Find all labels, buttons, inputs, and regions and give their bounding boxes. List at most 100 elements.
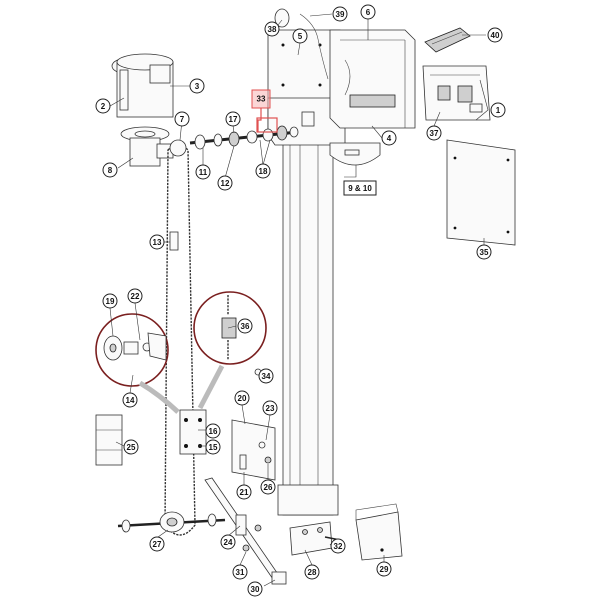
callout-16[interactable]: 16 [205, 423, 221, 439]
detail-arrow-right [197, 364, 225, 410]
callout-label: 7 [180, 115, 185, 124]
callout-21[interactable]: 21 [236, 484, 252, 500]
callout-label: 29 [380, 565, 389, 574]
callout-34[interactable]: 34 [258, 368, 274, 384]
callout-label: 21 [240, 488, 249, 497]
callout-label: 3 [195, 82, 200, 91]
callout-39[interactable]: 39 [332, 6, 348, 22]
callout-38[interactable]: 38 [264, 21, 280, 37]
control-plate [231, 419, 276, 481]
circuit-board [422, 65, 491, 121]
detail-arrow-left [138, 380, 180, 414]
callout-label: 34 [262, 372, 271, 381]
callout-label: 38 [268, 25, 277, 34]
detail-roller [95, 313, 169, 387]
callout-label: 13 [153, 238, 162, 247]
highlight-33[interactable]: 33 [251, 89, 278, 133]
callout-25[interactable]: 25 [123, 439, 139, 455]
callout-30[interactable]: 30 [247, 581, 263, 597]
chain-connector [179, 409, 207, 455]
callout-label: 8 [108, 166, 113, 175]
callout-24[interactable]: 24 [220, 534, 236, 550]
callout-31[interactable]: 31 [232, 564, 248, 580]
callout-28[interactable]: 28 [304, 564, 320, 580]
callout-label: 19 [106, 297, 115, 306]
callout-23[interactable]: 23 [262, 400, 278, 416]
callout-label: 35 [480, 248, 489, 257]
callout-1[interactable]: 1 [490, 102, 506, 118]
cap-part [274, 8, 290, 28]
callout-19[interactable]: 19 [102, 293, 118, 309]
callout-label: 4 [387, 134, 392, 143]
callout-label: 23 [266, 404, 275, 413]
diagonal-strut [204, 477, 287, 585]
detail-chain-link [193, 291, 267, 365]
callout-label: 5 [298, 32, 303, 41]
callout-8[interactable]: 8 [102, 162, 118, 178]
callout-11[interactable]: 11 [195, 164, 211, 180]
callout-label: 15 [209, 443, 218, 452]
callout-40[interactable]: 40 [487, 27, 503, 43]
bracket-9-10 [329, 142, 381, 166]
callout-label: 28 [308, 568, 317, 577]
cable [299, 13, 329, 80]
callout-36[interactable]: 36 [237, 318, 253, 334]
callout-3[interactable]: 3 [189, 78, 205, 94]
callout-label: 6 [366, 8, 371, 17]
callout-label: 20 [238, 394, 247, 403]
callout-label: 11 [199, 168, 208, 177]
drive-shaft [189, 125, 299, 150]
connector-part [424, 27, 471, 53]
bottom-sprocket [117, 511, 226, 533]
callout-18[interactable]: 18 [255, 163, 271, 179]
callout-label: 32 [334, 542, 343, 551]
label-box-9-10 [343, 180, 377, 196]
callout-label: 25 [127, 443, 136, 452]
callout-label: 2 [101, 102, 106, 111]
callout-20[interactable]: 20 [234, 390, 250, 406]
callout-label: 37 [430, 129, 439, 138]
callout-label: 22 [131, 292, 140, 301]
callout-22[interactable]: 22 [127, 288, 143, 304]
callout-label: 40 [491, 31, 500, 40]
callout-7[interactable]: 7 [174, 111, 190, 127]
callout-label: 1 [496, 106, 501, 115]
motor [111, 53, 174, 118]
callout-label: 27 [153, 540, 162, 549]
control-box [329, 29, 416, 129]
callout-29[interactable]: 29 [376, 561, 392, 577]
callout-32[interactable]: 32 [330, 538, 346, 554]
callout-4[interactable]: 4 [381, 130, 397, 146]
callout-12[interactable]: 12 [217, 175, 233, 191]
callout-5[interactable]: 5 [292, 28, 308, 44]
callout-35[interactable]: 35 [476, 244, 492, 260]
gearbox [120, 126, 174, 167]
cover-plate [446, 139, 516, 246]
callout-14[interactable]: 14 [122, 392, 138, 408]
callout-label: 14 [126, 396, 135, 405]
vertical-rail [277, 139, 339, 516]
callout-27[interactable]: 27 [149, 536, 165, 552]
callout-label: 39 [336, 10, 345, 19]
callout-label: 24 [224, 538, 233, 547]
callout-2[interactable]: 2 [95, 98, 111, 114]
callout-26[interactable]: 26 [260, 479, 276, 495]
callout-label: 18 [259, 167, 268, 176]
lower-cover [355, 503, 403, 561]
callout-label: 30 [251, 585, 260, 594]
label-33: 33 [257, 95, 266, 104]
callout-label: 16 [209, 427, 218, 436]
callout-37[interactable]: 37 [426, 125, 442, 141]
callout-17[interactable]: 17 [225, 111, 241, 127]
callout-label: 26 [264, 483, 273, 492]
callout-label: 36 [241, 322, 250, 331]
chain-block [95, 414, 123, 466]
callout-15[interactable]: 15 [205, 439, 221, 455]
callout-13[interactable]: 13 [149, 234, 165, 250]
callout-label: 17 [229, 115, 238, 124]
callout-6[interactable]: 6 [360, 4, 376, 20]
callout-label: 12 [221, 179, 230, 188]
callout-label: 31 [236, 568, 245, 577]
